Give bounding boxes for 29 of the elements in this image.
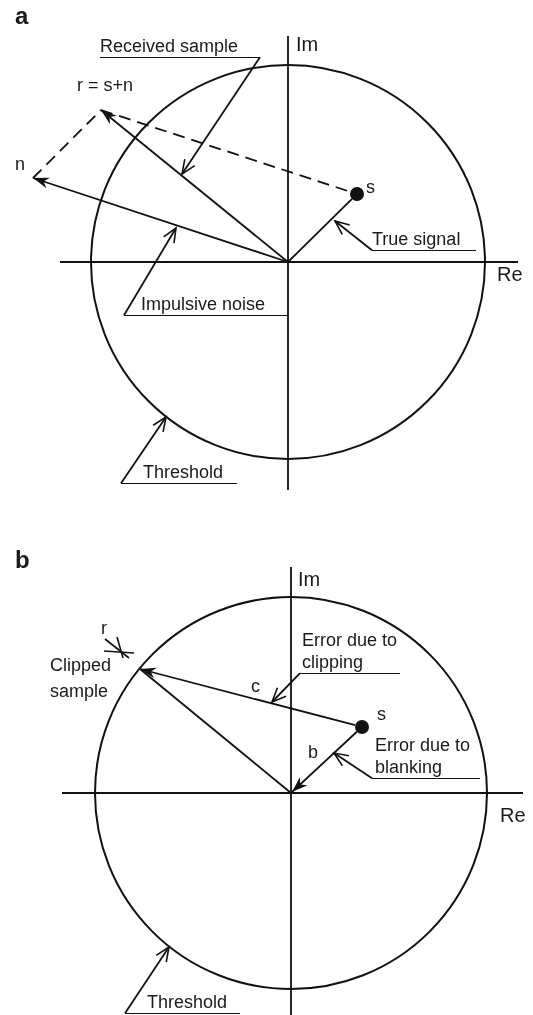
leader-line: [123, 227, 177, 317]
leader-line: [181, 56, 261, 175]
leader-line: [333, 752, 373, 780]
vector-arrow: [291, 730, 358, 793]
callout-label: Error due to clipping: [300, 629, 400, 674]
vector-arrow: [139, 667, 357, 727]
callout-label: True signal: [372, 228, 476, 251]
panel-letter: b: [15, 548, 30, 572]
vector-arrow: [32, 177, 289, 263]
callout-label: Impulsive noise: [124, 293, 288, 316]
signal-point: s: [350, 176, 376, 201]
signal-point: s: [355, 703, 387, 734]
leader-line: [334, 220, 373, 252]
axis-label: Re: [497, 262, 523, 286]
callout-label: Threshold: [121, 461, 237, 484]
dashed-line: [32, 109, 102, 179]
leader-line: [120, 416, 167, 485]
point-label: n: [15, 153, 34, 179]
callout-label: Received sample: [100, 35, 260, 58]
vector-arrow: [100, 109, 289, 263]
callout-label: Threshold: [125, 991, 240, 1014]
point-label: r = s+n: [77, 74, 134, 111]
leader-line: [124, 946, 170, 1015]
axis-label: Re: [500, 803, 526, 827]
axis-label: Im: [298, 567, 321, 591]
panel-letter: a: [15, 4, 29, 28]
leader-line: [271, 672, 301, 703]
axis-label: Im: [296, 32, 319, 56]
callout-label: Error due to blanking: [372, 734, 480, 779]
